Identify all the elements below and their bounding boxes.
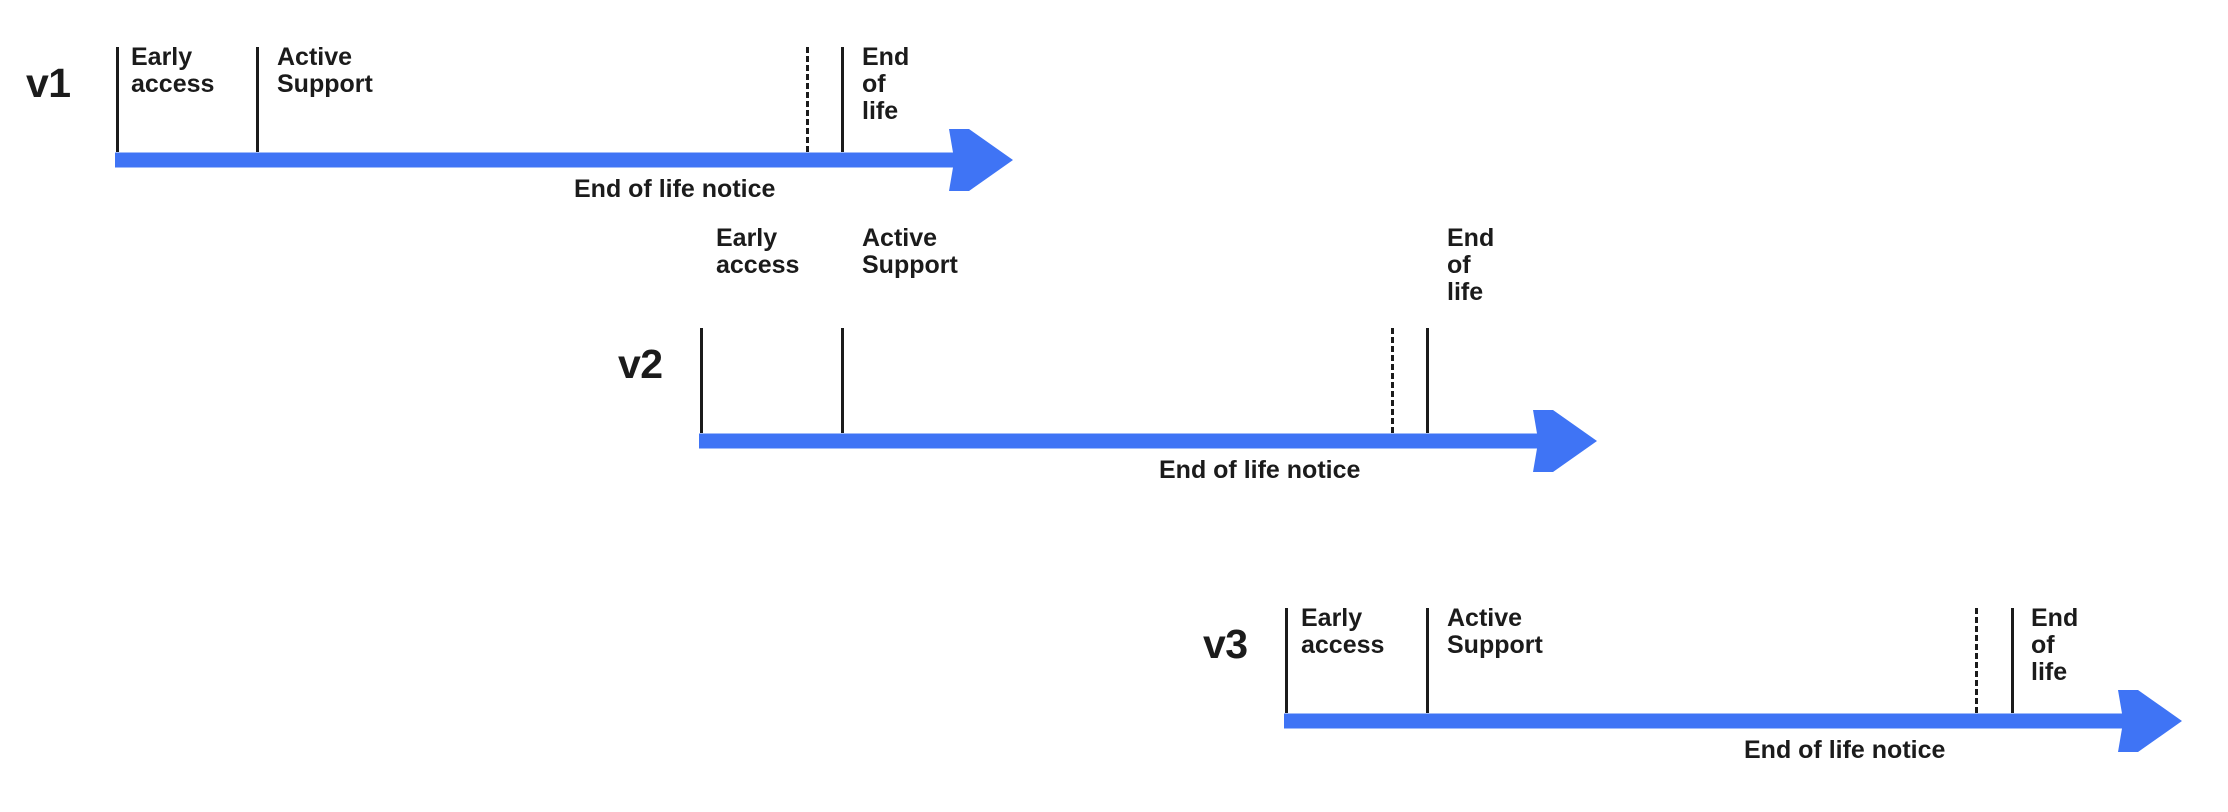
phase-divider-active-support-start-v3 xyxy=(1426,608,1429,713)
phase-divider-early-access-start-v1 xyxy=(116,47,119,152)
phase-label-active-support-v1: Active Support xyxy=(277,43,373,98)
version-label-v2: v2 xyxy=(618,341,663,387)
phase-label-early-access-v1: Early access xyxy=(131,43,215,98)
phase-divider-early-access-start-v2 xyxy=(700,328,703,433)
phase-label-end-of-life-v2: End of life xyxy=(1447,224,1495,306)
phase-label-active-support-v2: Active Support xyxy=(862,224,958,279)
phase-divider-end-of-life-start-v3 xyxy=(2011,608,2014,713)
timeline-arrow-v1 xyxy=(115,128,1013,191)
phase-divider-early-access-start-v3 xyxy=(1285,608,1288,713)
version-label-v3: v3 xyxy=(1203,621,1248,667)
phase-divider-eol-notice-v3 xyxy=(1975,608,1978,713)
phase-divider-active-support-start-v2 xyxy=(841,328,844,433)
phase-label-early-access-v3: Early access xyxy=(1301,604,1385,659)
timeline-arrow-v3 xyxy=(1284,689,2182,752)
phase-label-end-of-life-v3: End of life xyxy=(2031,604,2079,686)
phase-divider-eol-notice-v2 xyxy=(1391,328,1394,433)
phase-divider-end-of-life-start-v1 xyxy=(841,47,844,152)
end-of-life-notice-label-v3: End of life notice xyxy=(1744,736,1946,764)
phase-label-active-support-v3: Active Support xyxy=(1447,604,1543,659)
phase-label-early-access-v2: Early access xyxy=(716,224,800,279)
end-of-life-notice-label-v2: End of life notice xyxy=(1159,456,1361,484)
end-of-life-notice-label-v1: End of life notice xyxy=(574,175,776,203)
phase-divider-end-of-life-start-v2 xyxy=(1426,328,1429,433)
phase-divider-active-support-start-v1 xyxy=(256,47,259,152)
timeline-arrow-v2 xyxy=(699,409,1597,472)
phase-divider-eol-notice-v1 xyxy=(806,47,809,152)
phase-label-end-of-life-v1: End of life xyxy=(862,43,910,125)
version-label-v1: v1 xyxy=(26,60,71,106)
